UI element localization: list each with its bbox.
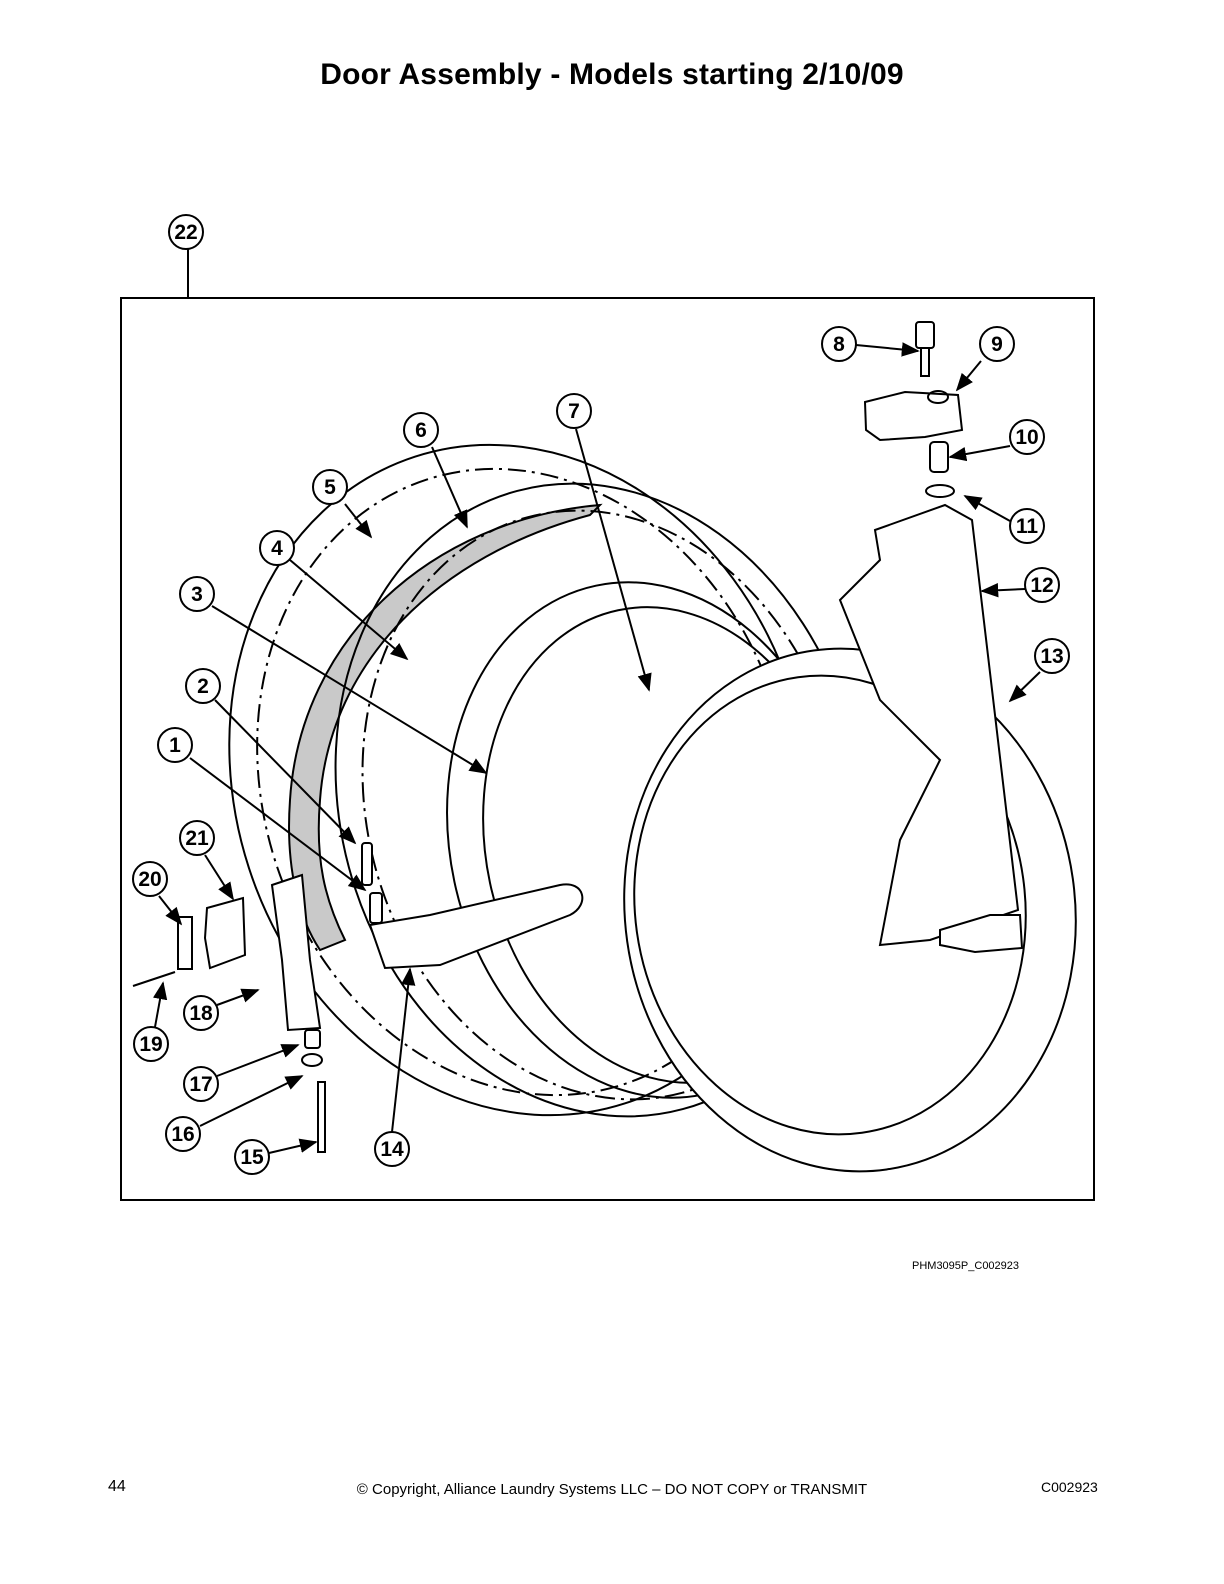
upper-pin — [361, 842, 373, 886]
callout-10: 10 — [1009, 419, 1045, 455]
hinge-bolt-shank — [920, 347, 930, 377]
callout-label-20: 20 — [138, 868, 161, 891]
document-code: C002923 — [1041, 1479, 1098, 1495]
leader-2 — [214, 699, 357, 845]
bezel-ring-inner — [633, 674, 1027, 1136]
leader-12 — [980, 583, 1026, 598]
callout-22: 22 — [168, 214, 204, 250]
leader-11 — [963, 495, 1011, 522]
leader-20 — [158, 895, 183, 926]
callout-16: 16 — [165, 1116, 201, 1152]
callout-6: 6 — [403, 412, 439, 448]
leader-21 — [204, 854, 234, 901]
pin-bushing — [304, 1029, 321, 1049]
figure-reference: PHM3095P_C002923 — [912, 1260, 1020, 1272]
hinge-bracket — [863, 390, 964, 442]
leader-8 — [855, 342, 920, 357]
callout-bubbles: 1 2 3 4 5 6 7 8 9 10 11 12 13 14 15 16 1… — [132, 214, 1070, 1175]
leader-10 — [948, 445, 1011, 462]
pin-washer — [301, 1053, 323, 1067]
callout-21: 21 — [179, 820, 215, 856]
callout-7: 7 — [556, 393, 592, 429]
callout-label-13: 13 — [1040, 645, 1063, 668]
callout-label-22: 22 — [174, 221, 197, 244]
callout-19: 19 — [133, 1026, 169, 1062]
callout-20: 20 — [132, 861, 168, 897]
leader-5 — [344, 503, 373, 539]
hinge-pin — [317, 1081, 326, 1153]
callout-label-4: 4 — [271, 537, 283, 560]
callout-4: 4 — [259, 530, 295, 566]
callout-label-5: 5 — [324, 476, 336, 499]
lower-hinge — [270, 873, 322, 1032]
callout-label-11: 11 — [1016, 515, 1039, 538]
callout-11: 11 — [1009, 508, 1045, 544]
callout-15: 15 — [234, 1139, 270, 1175]
callout-14: 14 — [374, 1131, 410, 1167]
strike — [177, 916, 193, 970]
leader-4 — [289, 559, 409, 661]
leader-14 — [391, 967, 416, 1133]
callout-2: 2 — [185, 668, 221, 704]
callout-label-19: 19 — [139, 1033, 162, 1056]
leader-16 — [199, 1075, 304, 1127]
washer — [925, 484, 955, 498]
callout-18: 18 — [183, 995, 219, 1031]
callout-17: 17 — [183, 1066, 219, 1102]
callout-label-10: 10 — [1015, 426, 1038, 449]
callout-label-6: 6 — [415, 419, 427, 442]
assembly-frame — [120, 297, 1095, 1201]
callout-3: 3 — [179, 576, 215, 612]
callout-label-17: 17 — [189, 1073, 212, 1096]
callout-label-8: 8 — [833, 333, 845, 356]
hinge-bracket-hole — [927, 390, 949, 404]
callout-label-21: 21 — [185, 827, 209, 850]
bezel-ring-outer — [623, 647, 1077, 1173]
leader-3 — [211, 605, 488, 774]
callout-label-15: 15 — [240, 1146, 264, 1169]
leader-7 — [575, 428, 652, 692]
bushing — [929, 441, 949, 473]
leader-13 — [1008, 671, 1041, 703]
callout-1: 1 — [157, 727, 193, 763]
callout-label-9: 9 — [991, 333, 1003, 356]
callout-label-14: 14 — [380, 1138, 404, 1161]
leader-18 — [216, 988, 260, 1006]
leader-15 — [268, 1138, 318, 1154]
callout-label-7: 7 — [568, 400, 580, 423]
callout-9: 9 — [979, 326, 1015, 362]
hinge-plate-tab — [939, 914, 1024, 954]
page-title: Door Assembly - Models starting 2/10/09 — [320, 58, 904, 91]
lower-pin-bushing — [369, 892, 383, 924]
callout-13: 13 — [1034, 638, 1070, 674]
leader-17 — [216, 1044, 300, 1077]
callout-label-18: 18 — [189, 1002, 213, 1025]
callout-label-12: 12 — [1030, 574, 1053, 597]
rivet — [132, 971, 176, 987]
door-handle — [368, 883, 584, 970]
hinge-bolt — [915, 321, 935, 349]
leader-9 — [955, 360, 982, 392]
callout-label-3: 3 — [191, 583, 203, 606]
leader-6 — [431, 446, 468, 529]
callout-label-16: 16 — [171, 1123, 194, 1146]
callout-label-1: 1 — [169, 734, 181, 757]
door-artwork — [132, 321, 1077, 1173]
page-number: 44 — [108, 1478, 126, 1495]
gasket-band — [288, 503, 603, 952]
callout-label-2: 2 — [197, 675, 209, 698]
callout-12: 12 — [1024, 567, 1060, 603]
leader-1 — [189, 757, 367, 892]
strike-bracket — [203, 896, 247, 970]
callout-5: 5 — [312, 469, 348, 505]
callout-8: 8 — [821, 326, 857, 362]
leader-lines — [153, 342, 1041, 1154]
leader-19 — [153, 981, 168, 1028]
hinge-plate — [838, 503, 1020, 947]
copyright-notice: © Copyright, Alliance Laundry Systems LL… — [356, 1481, 868, 1498]
